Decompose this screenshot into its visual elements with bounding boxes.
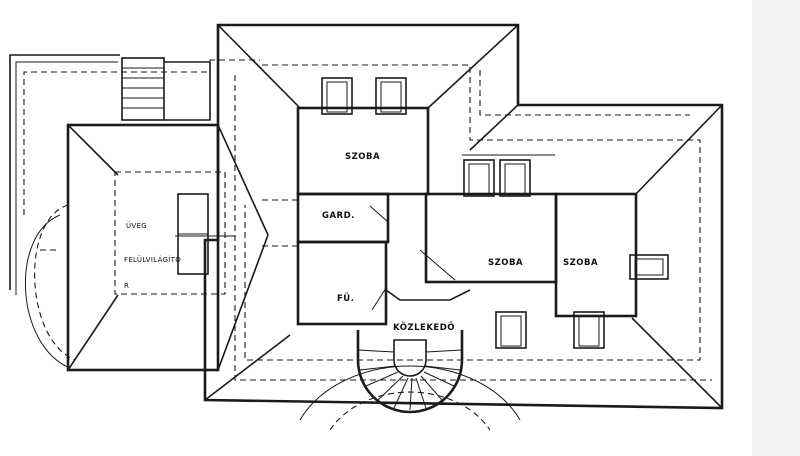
room-label-kozlekedo: KÖZLEKEDŐ: [393, 322, 455, 333]
glass-skylight: ÜVEG FELÜLVILÁGÍTÓ R: [124, 193, 235, 290]
dormer-windows-top: [321, 77, 531, 197]
room-label-szoba-top: SZOBA: [345, 152, 380, 162]
room-label-gard: GARD.: [322, 211, 355, 221]
main-roof-block: [203, 23, 724, 410]
exterior-stair: [121, 57, 211, 121]
room-label-fu: FÜ.: [337, 293, 354, 304]
spiral-staircase: [299, 330, 521, 431]
room-label-szoba-right-2: SZOBA: [563, 258, 598, 268]
side-window-right: [629, 254, 669, 280]
left-roof-wing: [24, 123, 269, 372]
skylight-label-line2: FELÜLVILÁGÍTÓ: [124, 255, 181, 264]
page-margin: [752, 0, 800, 456]
outer-boundary-left: [9, 54, 260, 295]
room-labels: SZOBA GARD. FÜ. SZOBA SZOBA KÖZLEKEDŐ: [322, 152, 598, 333]
dormer-windows-bottom: [495, 311, 605, 349]
small-mark: R: [124, 282, 129, 290]
skylight-label-line1: ÜVEG: [126, 221, 147, 230]
room-label-szoba-right-1: SZOBA: [488, 258, 523, 268]
